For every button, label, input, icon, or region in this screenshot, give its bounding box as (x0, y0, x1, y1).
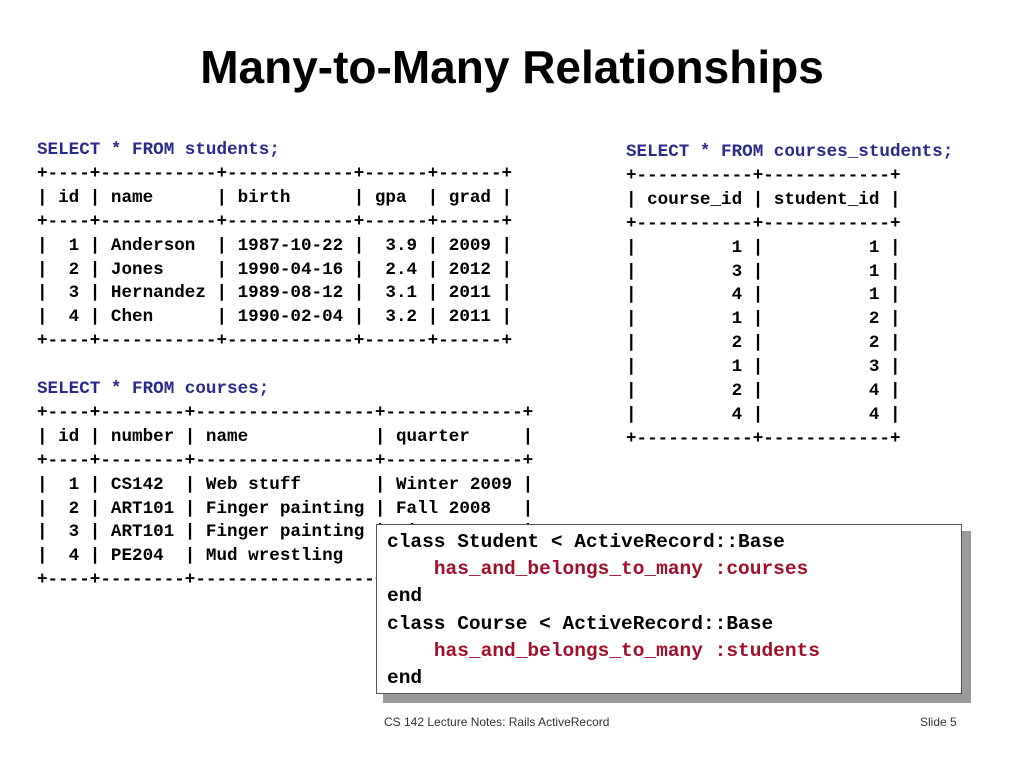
students-query-block: SELECT * FROM students; +----+----------… (37, 139, 512, 354)
courses-students-sql: SELECT * FROM courses_students; (626, 142, 954, 162)
courses-query-block: SELECT * FROM courses; +----+--------+--… (37, 378, 533, 593)
code-line-habtm-students: has_and_belongs_to_many :students (433, 639, 820, 662)
courses-students-query-block: SELECT * FROM courses_students; +-------… (626, 141, 953, 452)
ruby-code: class Student < ActiveRecord::Base has_a… (377, 525, 961, 692)
code-indent (387, 558, 434, 580)
ruby-code-box: class Student < ActiveRecord::Base has_a… (376, 524, 962, 694)
footer-course-title: CS 142 Lecture Notes: Rails ActiveRecord (384, 715, 610, 729)
footer-slide-number: Slide 5 (920, 715, 957, 729)
courses-students-table: +-----------+------------+ | course_id |… (626, 165, 901, 449)
slide-title: Many-to-Many Relationships (200, 41, 824, 93)
courses-sql: SELECT * FROM courses; (37, 379, 270, 399)
code-line-student-class: class Student < ActiveRecord::Base (387, 531, 785, 553)
code-line-habtm-courses: has_and_belongs_to_many :courses (433, 558, 809, 581)
students-table: +----+-----------+------------+------+--… (37, 163, 513, 352)
code-line-course-class: class Course < ActiveRecord::Base (387, 612, 774, 635)
students-sql: SELECT * FROM students; (37, 140, 280, 160)
code-indent (387, 640, 434, 662)
code-line-end-1: end (387, 585, 423, 608)
code-line-end-2: end (387, 667, 423, 690)
